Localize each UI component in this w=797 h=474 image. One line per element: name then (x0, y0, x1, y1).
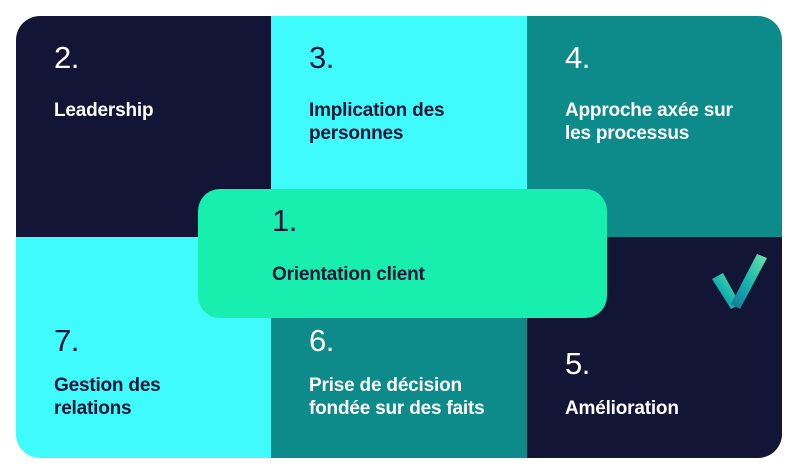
principle-number: 1. (272, 203, 297, 238)
principle-label: Prise de décision fondée sur des faits (309, 374, 485, 419)
principle-cell-1-center[interactable]: 1. Orientation client (198, 189, 607, 318)
principle-number: 7. (54, 322, 79, 358)
principle-number: 5. (565, 345, 590, 381)
principle-label: Amélioration (565, 397, 679, 419)
principle-label: Approche axée sur les processus (565, 100, 733, 145)
principle-label: Leadership (54, 100, 154, 121)
principle-label: Implication des personnes (309, 100, 445, 145)
principle-number: 3. (309, 40, 334, 75)
principle-label: Gestion des relations (54, 374, 161, 419)
principle-label: Orientation client (272, 264, 425, 285)
checkmark-icon (710, 252, 768, 312)
principle-number: 2. (54, 40, 79, 75)
principle-number: 4. (565, 40, 590, 75)
principle-number: 6. (309, 322, 334, 358)
principle-cell-2[interactable]: 2. Leadership (16, 16, 271, 237)
